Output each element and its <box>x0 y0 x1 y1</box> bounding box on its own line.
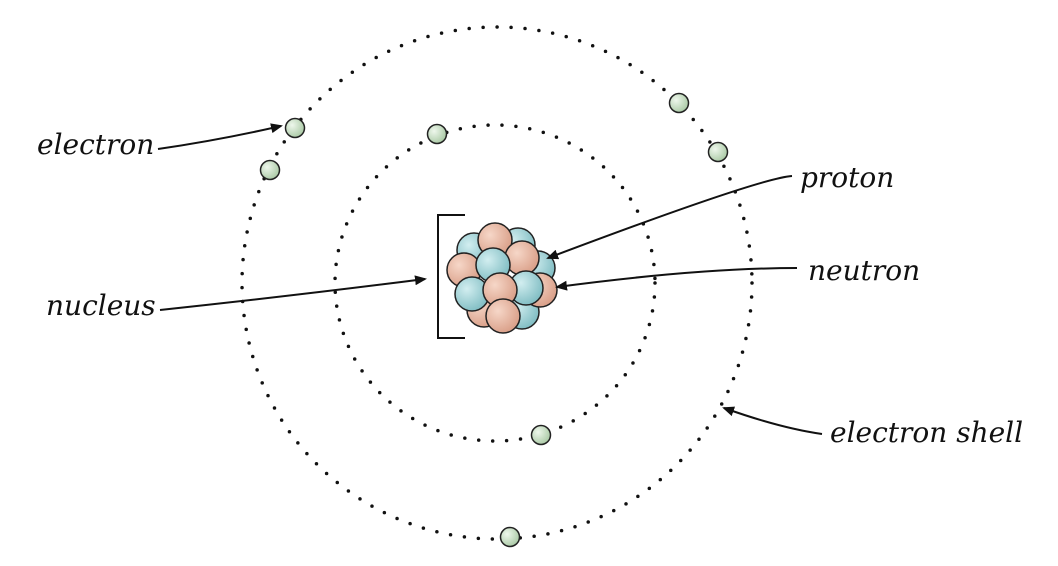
electron-arrow <box>157 123 283 150</box>
electron-shell-arrow <box>722 406 823 435</box>
nucleus <box>446 222 558 334</box>
neutron-arrow <box>555 267 798 291</box>
outer-electron-shell <box>240 25 754 541</box>
electron <box>530 424 552 446</box>
proton-arrow <box>546 175 793 260</box>
nucleus-label: nucleus <box>46 289 156 322</box>
proton-label: proton <box>800 161 895 194</box>
electron-label: electron <box>37 128 155 161</box>
electron <box>707 141 729 163</box>
inner-electron-shell <box>333 123 657 443</box>
nucleus-bracket <box>437 214 465 339</box>
electron <box>668 92 690 114</box>
electron-shell-label: electron shell <box>830 416 1024 449</box>
electron <box>284 117 306 139</box>
electron <box>259 159 281 181</box>
electron <box>426 123 448 145</box>
proton <box>485 298 521 334</box>
electron <box>499 526 521 548</box>
nucleus-arrow <box>159 275 427 311</box>
electrons <box>259 92 729 548</box>
proton <box>504 240 540 276</box>
neutron-label: neutron <box>808 254 921 287</box>
